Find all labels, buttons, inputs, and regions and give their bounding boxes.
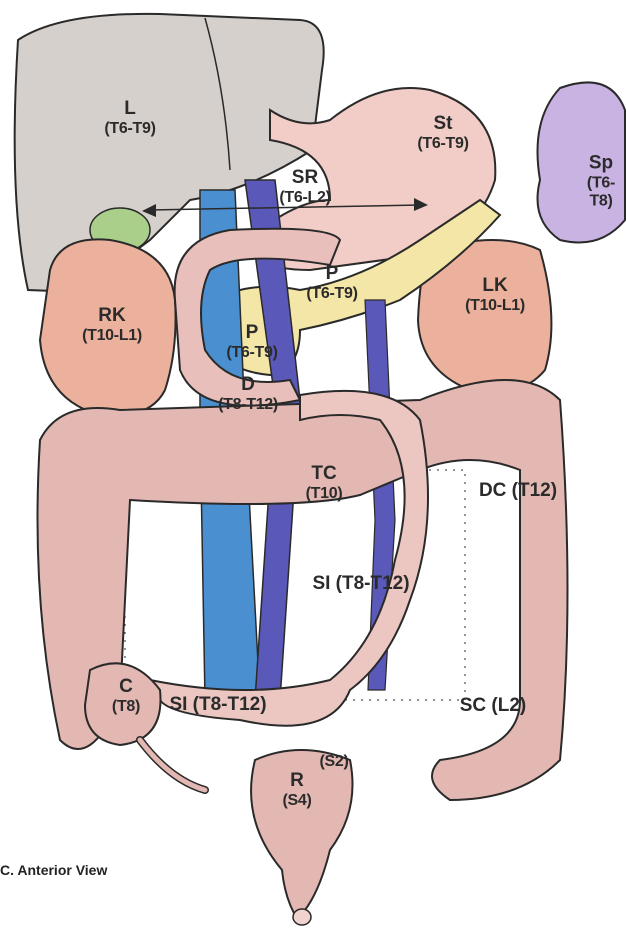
- label-small-intestine-upper: SI (T8-T12): [312, 573, 409, 595]
- label-cecum: C (T8): [112, 676, 140, 716]
- anus: [293, 909, 311, 925]
- figure-caption: C. Anterior View: [0, 862, 107, 878]
- label-rectum: R (S4): [282, 770, 311, 810]
- label-liver: L (T6-T9): [104, 98, 155, 138]
- label-small-intestine-lower: SI (T8-T12): [169, 694, 266, 716]
- label-sigmoid-colon: SC (L2): [460, 695, 527, 717]
- label-pancreas-head: P (T6-T9): [226, 322, 277, 362]
- label-descending-colon: DC (T12): [479, 480, 557, 502]
- label-pancreas-body: P (T6-T9): [306, 263, 357, 303]
- label-spleen: Sp (T6- T8): [587, 153, 615, 212]
- label-sacral: (S2): [319, 753, 348, 771]
- label-left-kidney: LK (T10-L1): [465, 275, 525, 315]
- label-transverse-colon: TC (T10): [306, 463, 343, 503]
- label-duodenum: D (T8-T12): [218, 374, 278, 414]
- label-suprarenal: SR (T6-L2): [279, 167, 330, 207]
- label-stomach: St (T6-T9): [417, 113, 468, 153]
- label-right-kidney: RK (T10-L1): [82, 305, 142, 345]
- appendix: [140, 740, 205, 790]
